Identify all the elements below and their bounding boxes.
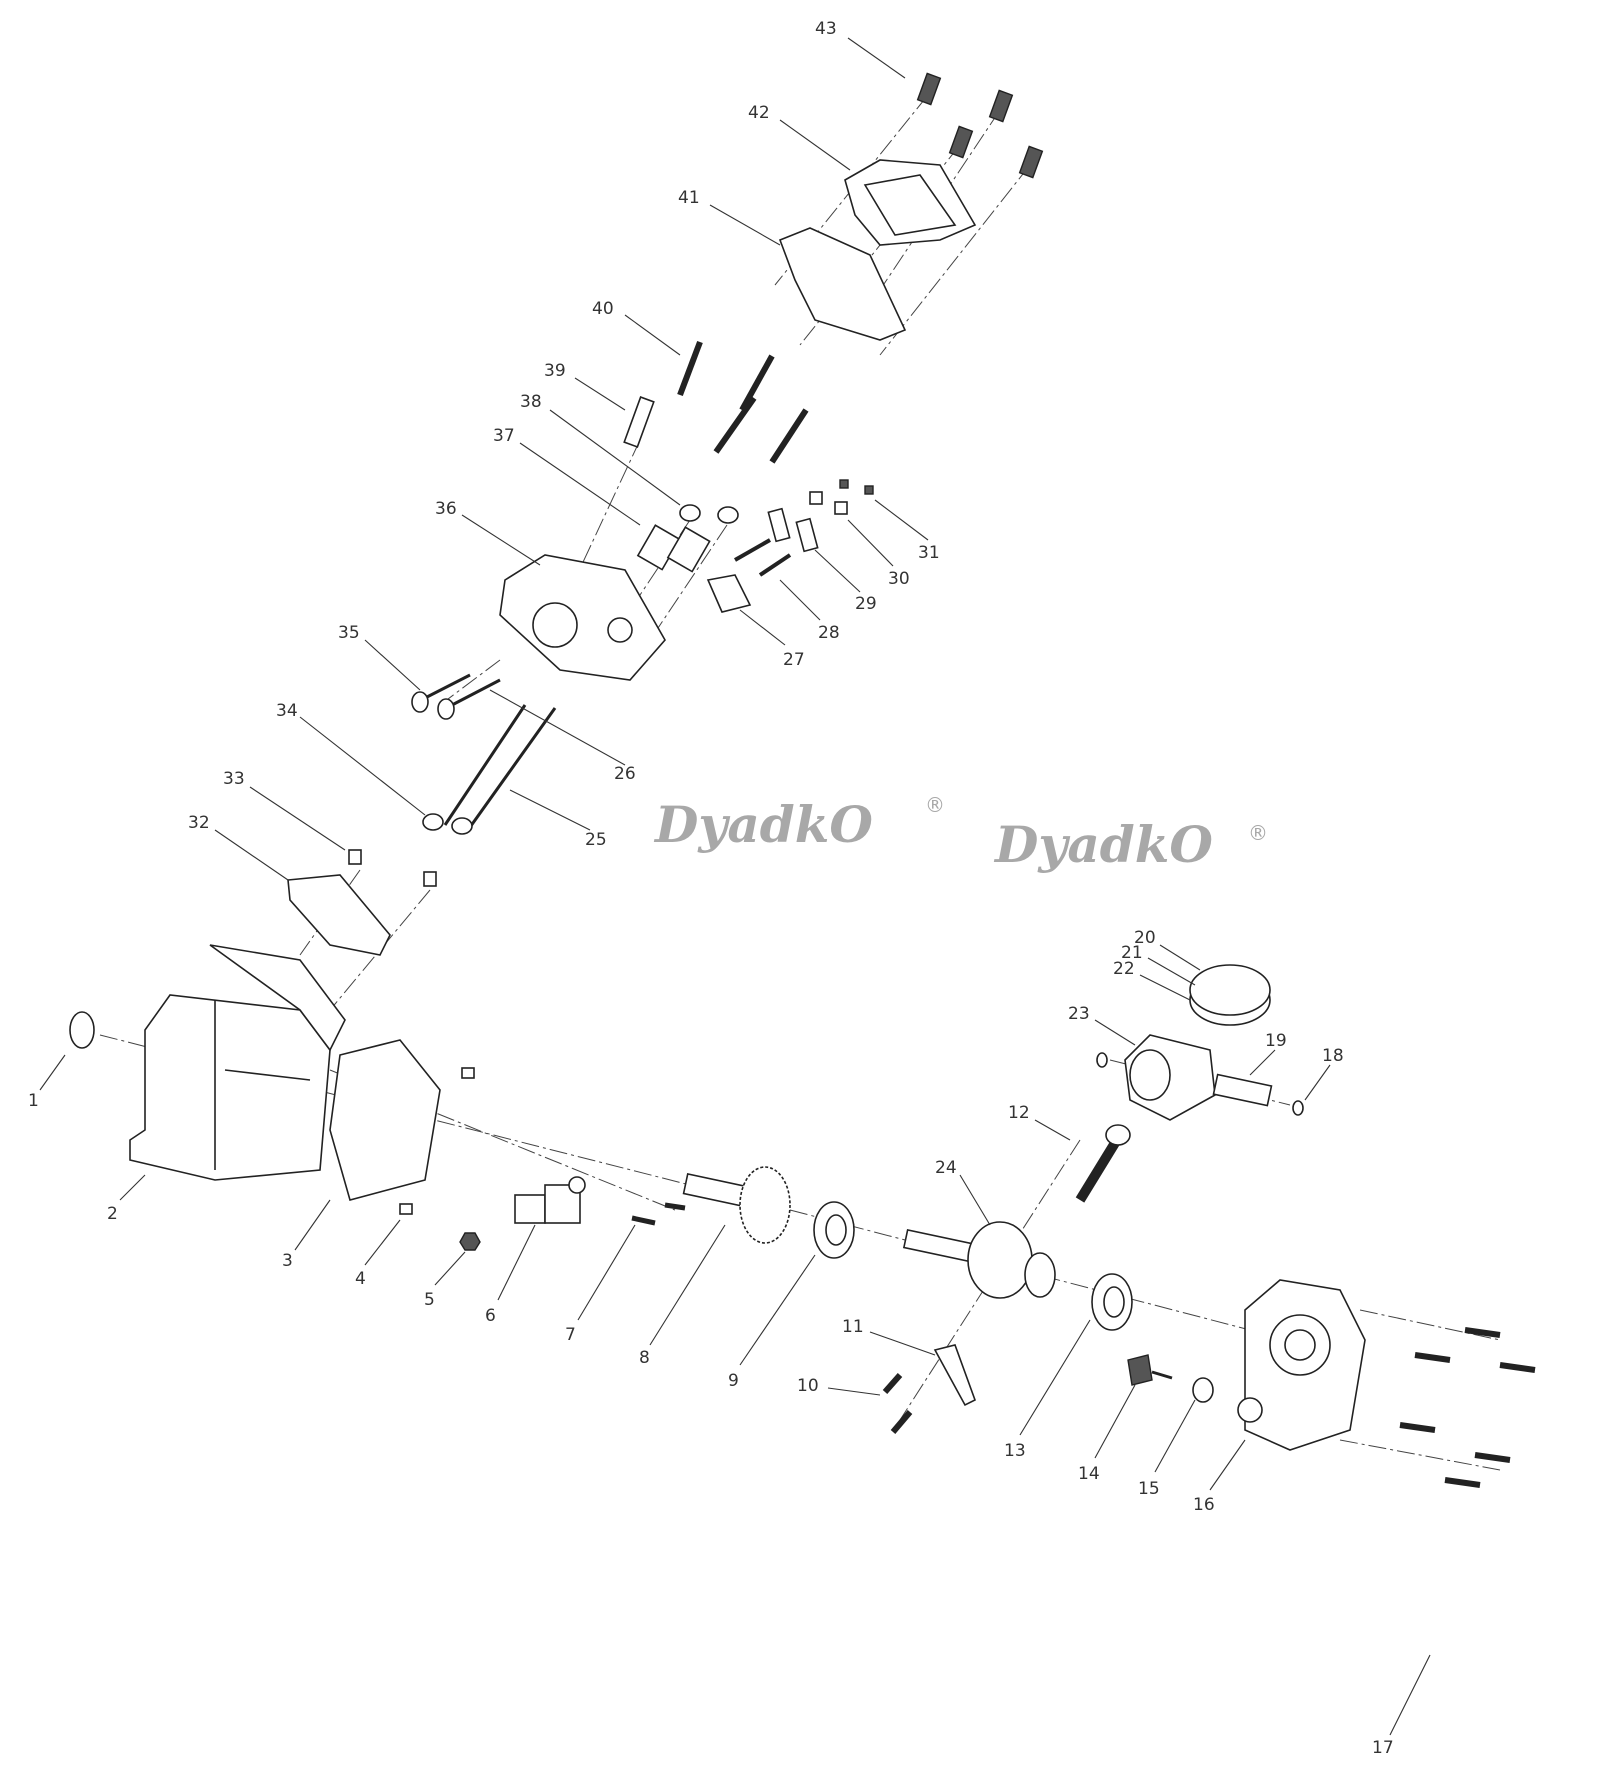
callout-14: 14 xyxy=(1078,1464,1100,1484)
callout-16: 16 xyxy=(1193,1495,1215,1515)
callout-26: 26 xyxy=(614,764,636,784)
callout-29: 29 xyxy=(855,594,877,614)
callout-37: 37 xyxy=(493,426,515,446)
svg-text:DyadkO: DyadkO xyxy=(653,795,873,854)
callout-2: 2 xyxy=(107,1204,118,1224)
svg-text:DyadkO: DyadkO xyxy=(993,815,1213,874)
callout-31: 31 xyxy=(918,543,940,563)
bolt xyxy=(664,1202,686,1211)
watermark-2: DyadkO ® xyxy=(993,815,1268,874)
callout-18: 18 xyxy=(1322,1046,1344,1066)
callout-21: 21 xyxy=(1121,943,1143,963)
callout-38: 38 xyxy=(520,392,542,412)
callout-8: 8 xyxy=(639,1348,650,1368)
camshaft xyxy=(682,1166,791,1244)
callout-34: 34 xyxy=(276,701,298,721)
leader-lines xyxy=(39,37,1431,1736)
callout-32: 32 xyxy=(188,813,210,833)
governor xyxy=(514,1176,586,1224)
piston xyxy=(1096,1034,1304,1121)
bearing xyxy=(1091,1273,1133,1331)
callout-33: 33 xyxy=(223,769,245,789)
dowel-pins xyxy=(348,849,475,1215)
oil-seal xyxy=(69,1011,95,1049)
callout-43: 43 xyxy=(815,19,837,39)
valve-springs xyxy=(636,524,711,573)
callout-15: 15 xyxy=(1138,1479,1160,1499)
callout-24: 24 xyxy=(935,1158,957,1178)
callout-13: 13 xyxy=(1004,1441,1026,1461)
callout-4: 4 xyxy=(355,1269,366,1289)
callout-27: 27 xyxy=(783,650,805,670)
callout-17: 17 xyxy=(1372,1738,1394,1758)
oil-filler-cap xyxy=(1127,1354,1214,1403)
crankshaft xyxy=(902,1221,1056,1299)
bearing xyxy=(813,1201,855,1259)
push-rods-tappets xyxy=(422,704,557,835)
callout-6: 6 xyxy=(485,1306,496,1326)
svg-text:®: ® xyxy=(925,793,945,817)
cylinder-head-bolts xyxy=(677,340,809,464)
callout-7: 7 xyxy=(565,1325,576,1345)
side-cover-bolts xyxy=(1399,1327,1536,1488)
head-gasket xyxy=(287,874,391,956)
valve-cover xyxy=(844,159,977,246)
callout-22: 22 xyxy=(1113,959,1135,979)
callout-3: 3 xyxy=(282,1251,293,1271)
valves xyxy=(411,673,501,720)
callout-10: 10 xyxy=(797,1376,819,1396)
rocker-parts xyxy=(706,479,874,613)
callout-30: 30 xyxy=(888,569,910,589)
callout-23: 23 xyxy=(1068,1004,1090,1024)
callout-25: 25 xyxy=(585,830,607,850)
assembly-lines xyxy=(99,94,1501,1471)
watermark-1: DyadkO ® xyxy=(653,793,945,854)
callout-28: 28 xyxy=(818,623,840,643)
callout-11: 11 xyxy=(842,1317,864,1337)
callout-39: 39 xyxy=(544,361,566,381)
side-cover xyxy=(1237,1279,1366,1451)
callout-5: 5 xyxy=(424,1290,435,1310)
bolt xyxy=(631,1215,656,1226)
callout-42: 42 xyxy=(748,103,770,123)
callout-40: 40 xyxy=(592,299,614,319)
connecting-rod xyxy=(933,1124,1131,1407)
valve-retainers xyxy=(679,504,739,524)
piston-rings xyxy=(1189,964,1271,1026)
cylinder-block xyxy=(129,944,346,1181)
nut xyxy=(459,1232,481,1251)
crankcase-gasket xyxy=(329,1039,441,1201)
callout-41: 41 xyxy=(678,188,700,208)
callout-9: 9 xyxy=(728,1371,739,1391)
callout-1: 1 xyxy=(28,1091,39,1111)
callout-36: 36 xyxy=(435,499,457,519)
valve-cover-gasket xyxy=(778,227,907,341)
cylinder-head xyxy=(499,554,666,681)
callout-12: 12 xyxy=(1008,1103,1030,1123)
svg-text:®: ® xyxy=(1248,821,1268,845)
callout-19: 19 xyxy=(1265,1031,1287,1051)
spark-plug xyxy=(623,396,655,448)
callout-35: 35 xyxy=(338,623,360,643)
rod-bolts xyxy=(882,1373,913,1434)
callout-20: 20 xyxy=(1134,928,1156,948)
callout-labels: 43 42 41 40 39 38 37 36 35 34 33 32 31 3… xyxy=(28,19,1394,1758)
valve-cover-bolts xyxy=(916,72,1044,179)
